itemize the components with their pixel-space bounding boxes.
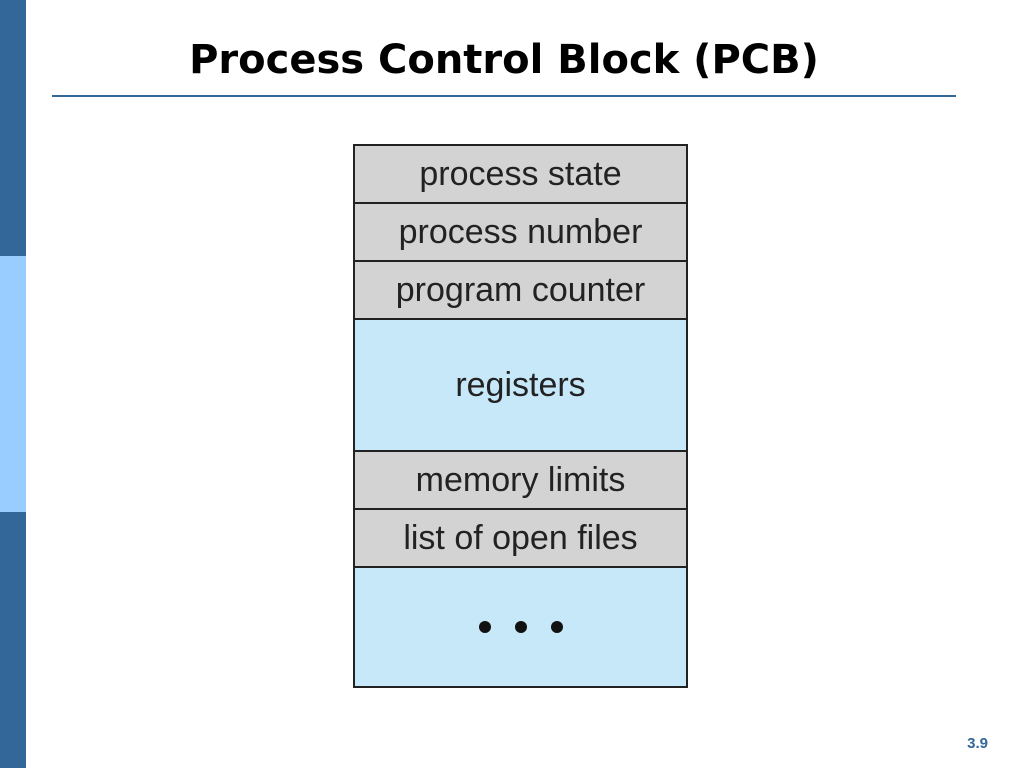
title-divider [52, 95, 956, 97]
pcb-diagram: process state process number program cou… [353, 144, 688, 688]
pcb-field-more [355, 568, 686, 686]
ellipsis-dot [514, 621, 527, 633]
pcb-field-process-number: process number [355, 204, 686, 262]
pcb-field-process-state: process state [355, 146, 686, 204]
slide-title: Process Control Block (PCB) [189, 37, 819, 83]
pcb-field-open-files: list of open files [355, 510, 686, 568]
sidebar-band-bottom [0, 512, 26, 768]
pcb-field-memory-limits: memory limits [355, 452, 686, 510]
pcb-field-registers: registers [355, 320, 686, 452]
sidebar-band-top [0, 0, 26, 256]
page-number: 3.9 [967, 735, 988, 752]
pcb-field-program-counter: program counter [355, 262, 686, 320]
ellipsis-icon [478, 621, 563, 633]
sidebar-band-middle [0, 256, 26, 512]
ellipsis-dot [478, 621, 491, 633]
ellipsis-dot [550, 621, 563, 633]
